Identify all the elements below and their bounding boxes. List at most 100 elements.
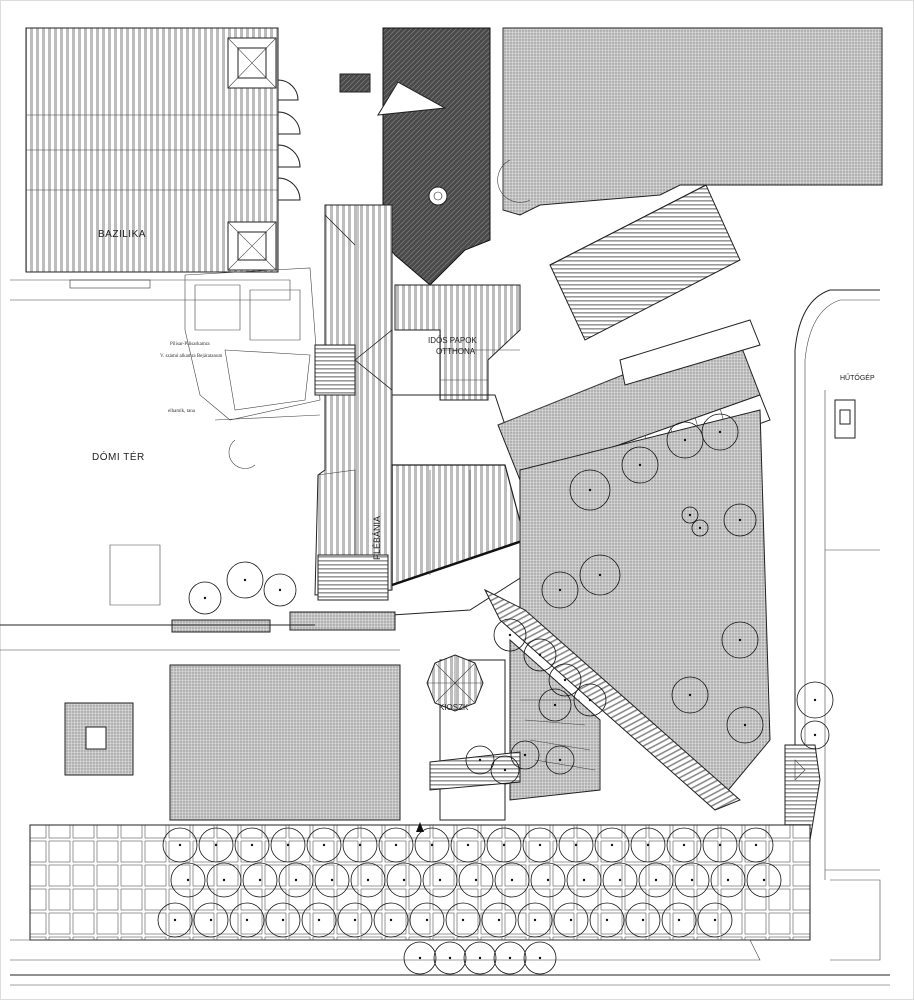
tree — [594, 827, 630, 863]
tree-trunk — [281, 918, 285, 922]
tree — [625, 902, 661, 938]
tree — [206, 862, 242, 898]
tree — [545, 745, 575, 775]
tree-trunk — [588, 698, 592, 702]
tree-trunk — [638, 463, 642, 467]
tree-trunk — [245, 918, 249, 922]
tree-trunk — [813, 698, 817, 702]
street-curb-east — [794, 289, 880, 745]
tree — [517, 902, 553, 938]
tree — [170, 862, 206, 898]
tree — [314, 862, 350, 898]
tree — [403, 941, 437, 975]
tree-trunk — [474, 878, 478, 882]
tree-trunk — [610, 843, 614, 847]
annotation-3: elhamlk, tana — [168, 409, 196, 414]
tree — [433, 941, 467, 975]
tree-trunk — [682, 843, 686, 847]
tree — [589, 902, 625, 938]
tree — [697, 902, 733, 938]
tree — [691, 519, 709, 537]
tree-trunk — [588, 488, 592, 492]
tree — [579, 554, 621, 596]
tree-trunk — [478, 758, 482, 762]
tree — [188, 581, 222, 615]
tree — [553, 902, 589, 938]
tree — [465, 745, 495, 775]
tree — [558, 827, 594, 863]
tree — [701, 413, 739, 451]
stippled-lawn-south — [169, 664, 401, 821]
tree-trunk — [582, 878, 586, 882]
paving-grid-south — [29, 824, 811, 941]
tree — [796, 681, 834, 719]
diagonal-paving-band — [483, 588, 741, 811]
tree — [638, 862, 674, 898]
tree — [278, 862, 314, 898]
tree-trunk — [478, 956, 482, 960]
tree — [661, 902, 697, 938]
tree-trunk — [718, 430, 722, 434]
tree-trunk — [718, 843, 722, 847]
tree-trunk — [654, 878, 658, 882]
tree-trunk — [214, 843, 218, 847]
tree-trunk — [754, 843, 758, 847]
tree — [242, 862, 278, 898]
tree-trunk — [330, 878, 334, 882]
tree — [458, 862, 494, 898]
tree-trunk — [317, 918, 321, 922]
tree-trunk — [366, 878, 370, 882]
tree-trunk — [738, 638, 742, 642]
tree-trunk — [598, 573, 602, 577]
basilica-building: BAZILIKA — [10, 27, 301, 301]
tree-trunk — [497, 918, 501, 922]
tree — [721, 621, 759, 659]
tree-trunk — [538, 653, 542, 657]
tree — [226, 561, 264, 599]
elderly-priests-home: IDŐS PAPOK OTTHONA — [394, 284, 521, 401]
tree — [723, 503, 757, 537]
tree-trunk — [222, 878, 226, 882]
tree-trunk — [688, 513, 692, 517]
tree-trunk — [243, 578, 247, 582]
annotation-1: Pilisar-Pilisarkamra — [170, 342, 210, 347]
tree — [738, 827, 774, 863]
tree — [573, 683, 607, 717]
tree — [373, 902, 409, 938]
tree-trunk — [690, 878, 694, 882]
north-arrow-icon — [416, 822, 424, 832]
tree-trunk — [683, 438, 687, 442]
tree — [510, 740, 540, 770]
tree — [409, 902, 445, 938]
tree-trunk — [508, 633, 512, 637]
trees — [157, 413, 834, 975]
tree — [666, 421, 704, 459]
label-idos-papok-2: OTTHONA — [436, 347, 476, 356]
tree-trunk — [461, 918, 465, 922]
tree — [157, 902, 193, 938]
tree-trunk — [553, 703, 557, 707]
tree-trunk — [438, 878, 442, 882]
tree — [265, 902, 301, 938]
tree — [422, 862, 458, 898]
tree-trunk — [738, 518, 742, 522]
tree-trunk — [563, 678, 567, 682]
tree — [681, 506, 699, 524]
tree-trunk — [618, 878, 622, 882]
kiosk: KIOSZK — [426, 654, 484, 712]
tree — [538, 688, 572, 722]
tree-trunk — [425, 918, 429, 922]
tree — [530, 862, 566, 898]
label-domi-ter: DÓMI TÉR — [92, 450, 145, 463]
tree — [234, 827, 270, 863]
tree-trunk — [677, 918, 681, 922]
tree-trunk — [713, 918, 717, 922]
tree-trunk — [209, 918, 213, 922]
tree-trunk — [813, 733, 817, 737]
tree-trunk — [558, 588, 562, 592]
tree — [541, 571, 579, 609]
tree — [486, 827, 522, 863]
tree-trunk — [502, 843, 506, 847]
tree-trunk — [743, 723, 747, 727]
